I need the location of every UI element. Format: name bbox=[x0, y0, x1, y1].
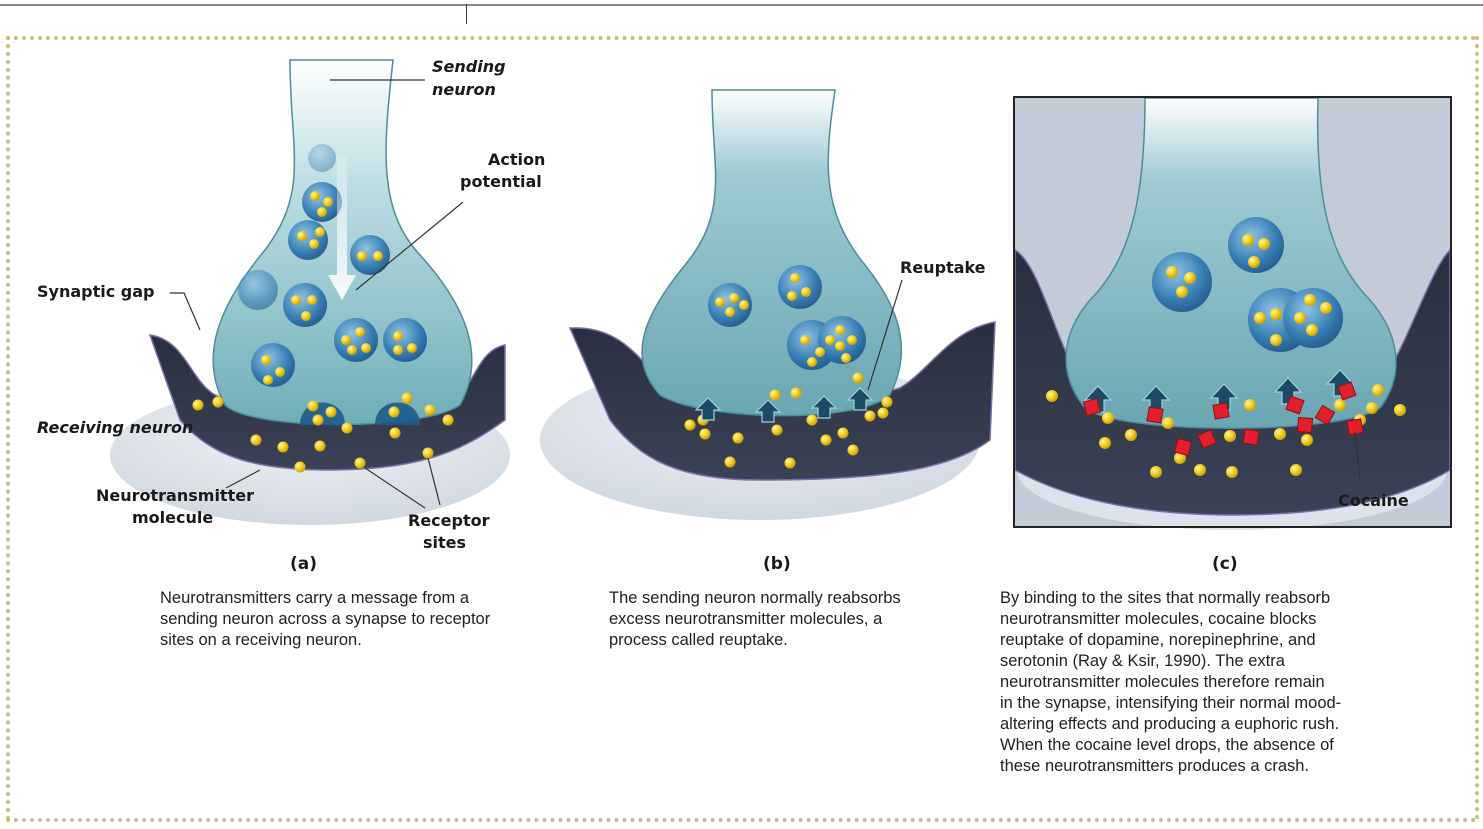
label-sending-neuron-line1: Sending bbox=[432, 57, 506, 77]
panel-c-caption: By binding to the sites that normally re… bbox=[1000, 588, 1460, 777]
label-neurotransmitter-line1: Neurotransmitter bbox=[96, 486, 254, 506]
label-receptor-sites-line2: sites bbox=[423, 533, 466, 553]
caption-line: altering effects and producing a euphori… bbox=[1000, 714, 1460, 735]
panel-b-graphic bbox=[540, 90, 995, 520]
caption-line: these neurotransmitters produces a crash… bbox=[1000, 756, 1460, 777]
panel-b-caption: The sending neuron normally reabsorbs ex… bbox=[609, 588, 989, 651]
label-cocaine: Cocaine bbox=[1338, 491, 1409, 511]
panel-a-caption: Neurotransmitters carry a message from a… bbox=[160, 588, 580, 651]
caption-line: in the synapse, intensifying their norma… bbox=[1000, 693, 1460, 714]
caption-line: reuptake of dopamine, norepinephrine, an… bbox=[1000, 630, 1460, 651]
label-sending-neuron-line2: neuron bbox=[432, 80, 496, 100]
caption-line: sending neuron across a synapse to recep… bbox=[160, 609, 580, 630]
caption-line: neurotransmitter molecules, cocaine bloc… bbox=[1000, 609, 1460, 630]
label-action-potential-line2: potential bbox=[460, 172, 542, 192]
label-action-potential-line1: Action bbox=[488, 150, 545, 170]
label-neurotransmitter-line2: molecule bbox=[132, 508, 213, 528]
panel-a-letter: (a) bbox=[290, 554, 317, 574]
caption-line: excess neurotransmitter molecules, a bbox=[609, 609, 989, 630]
panel-b-letter: (b) bbox=[763, 554, 791, 574]
caption-line: process called reuptake. bbox=[609, 630, 989, 651]
label-receiving-neuron: Receiving neuron bbox=[37, 418, 193, 438]
label-receptor-sites-line1: Receptor bbox=[408, 511, 490, 531]
label-synaptic-gap: Synaptic gap bbox=[37, 282, 154, 302]
caption-line: Neurotransmitters carry a message from a bbox=[160, 588, 580, 609]
caption-line: serotonin (Ray & Ksir, 1990). The extra bbox=[1000, 651, 1460, 672]
panel-c-box bbox=[1013, 96, 1452, 528]
panel-c-letter: (c) bbox=[1212, 554, 1238, 574]
caption-line: neurotransmitter molecules therefore rem… bbox=[1000, 672, 1460, 693]
panel-a-graphic bbox=[110, 60, 510, 525]
caption-line: sites on a receiving neuron. bbox=[160, 630, 580, 651]
label-reuptake: Reuptake bbox=[900, 258, 986, 278]
caption-line: The sending neuron normally reabsorbs bbox=[609, 588, 989, 609]
caption-line: By binding to the sites that normally re… bbox=[1000, 588, 1460, 609]
caption-line: When the cocaine level drops, the absenc… bbox=[1000, 735, 1460, 756]
